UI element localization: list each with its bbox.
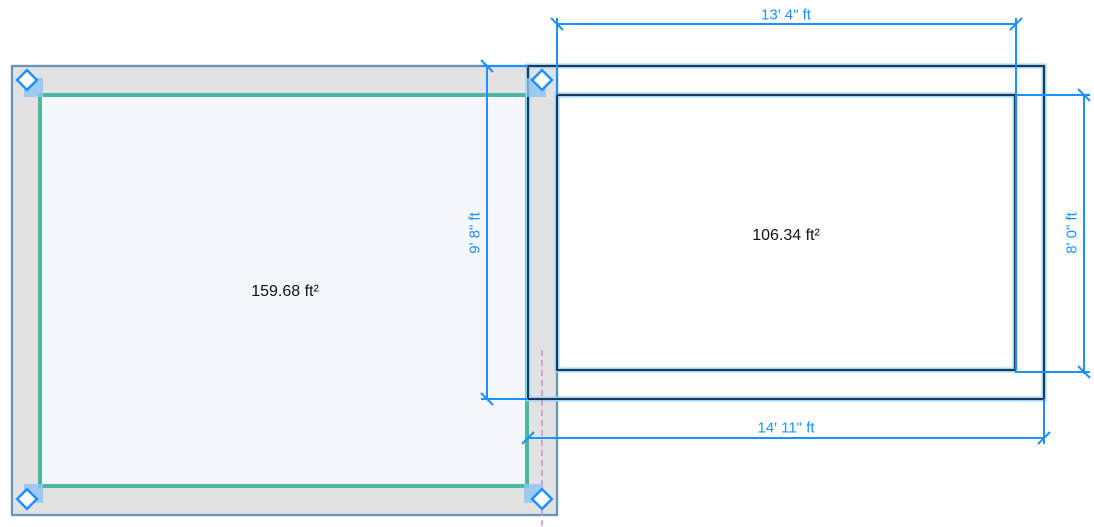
corner-handle-top-left	[15, 68, 43, 97]
right-height-dimension[interactable]: 8' 0" ft	[1063, 212, 1081, 254]
bottom-width-dimension[interactable]: 14' 11" ft	[757, 419, 815, 437]
corner-handle-top-right	[527, 68, 554, 97]
right-room[interactable]	[525, 63, 1047, 402]
corner-handle-bottom-left	[15, 484, 43, 511]
corner-handles[interactable]	[15, 68, 554, 511]
left-room[interactable]	[10, 64, 559, 517]
left-room-area: 159.68 ft²	[251, 283, 319, 300]
dimension-lines	[480, 17, 1091, 445]
left-height-dimension[interactable]: 9' 8" ft	[466, 212, 484, 254]
right-room-area: 106.34 ft²	[752, 227, 820, 244]
corner-handle-bottom-right	[524, 484, 554, 511]
top-width-dimension[interactable]: 13' 4" ft	[761, 6, 811, 24]
